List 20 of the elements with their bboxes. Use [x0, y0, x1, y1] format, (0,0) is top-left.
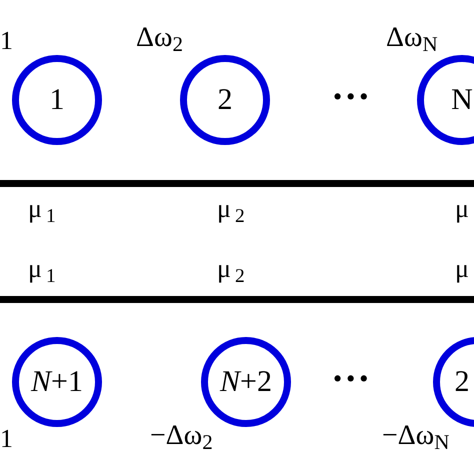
detuning-label: Δω$_{N}$ [386, 24, 438, 52]
ring-number: N+2 [220, 367, 272, 397]
coupling-label: 1 [0, 426, 17, 452]
ring-number: N+1 [31, 367, 83, 397]
coupling-label: μ [455, 256, 473, 282]
coupling-label: μ$_{1}$ [28, 256, 60, 282]
ring-number: 2 [454, 367, 470, 397]
ring-number: N [451, 85, 473, 115]
coupling-label: μ$_{2}$ [217, 196, 249, 222]
coupling-label: μ [455, 196, 473, 222]
detuning-label: −Δω$_{N}$ [382, 422, 450, 450]
coupling-label: μ$_{2}$ [217, 256, 249, 282]
coupling-label: ••• [333, 366, 372, 392]
detuning-label: Δω$_{2}$ [136, 24, 183, 52]
coupling-label: ••• [333, 84, 372, 110]
ring-number: 2 [218, 85, 232, 115]
detuning-label: −Δω$_{2}$ [150, 422, 213, 450]
ring-number: 1 [50, 85, 64, 115]
coupling-label: 1 [0, 28, 17, 54]
coupling-label: μ$_{1}$ [28, 196, 60, 222]
